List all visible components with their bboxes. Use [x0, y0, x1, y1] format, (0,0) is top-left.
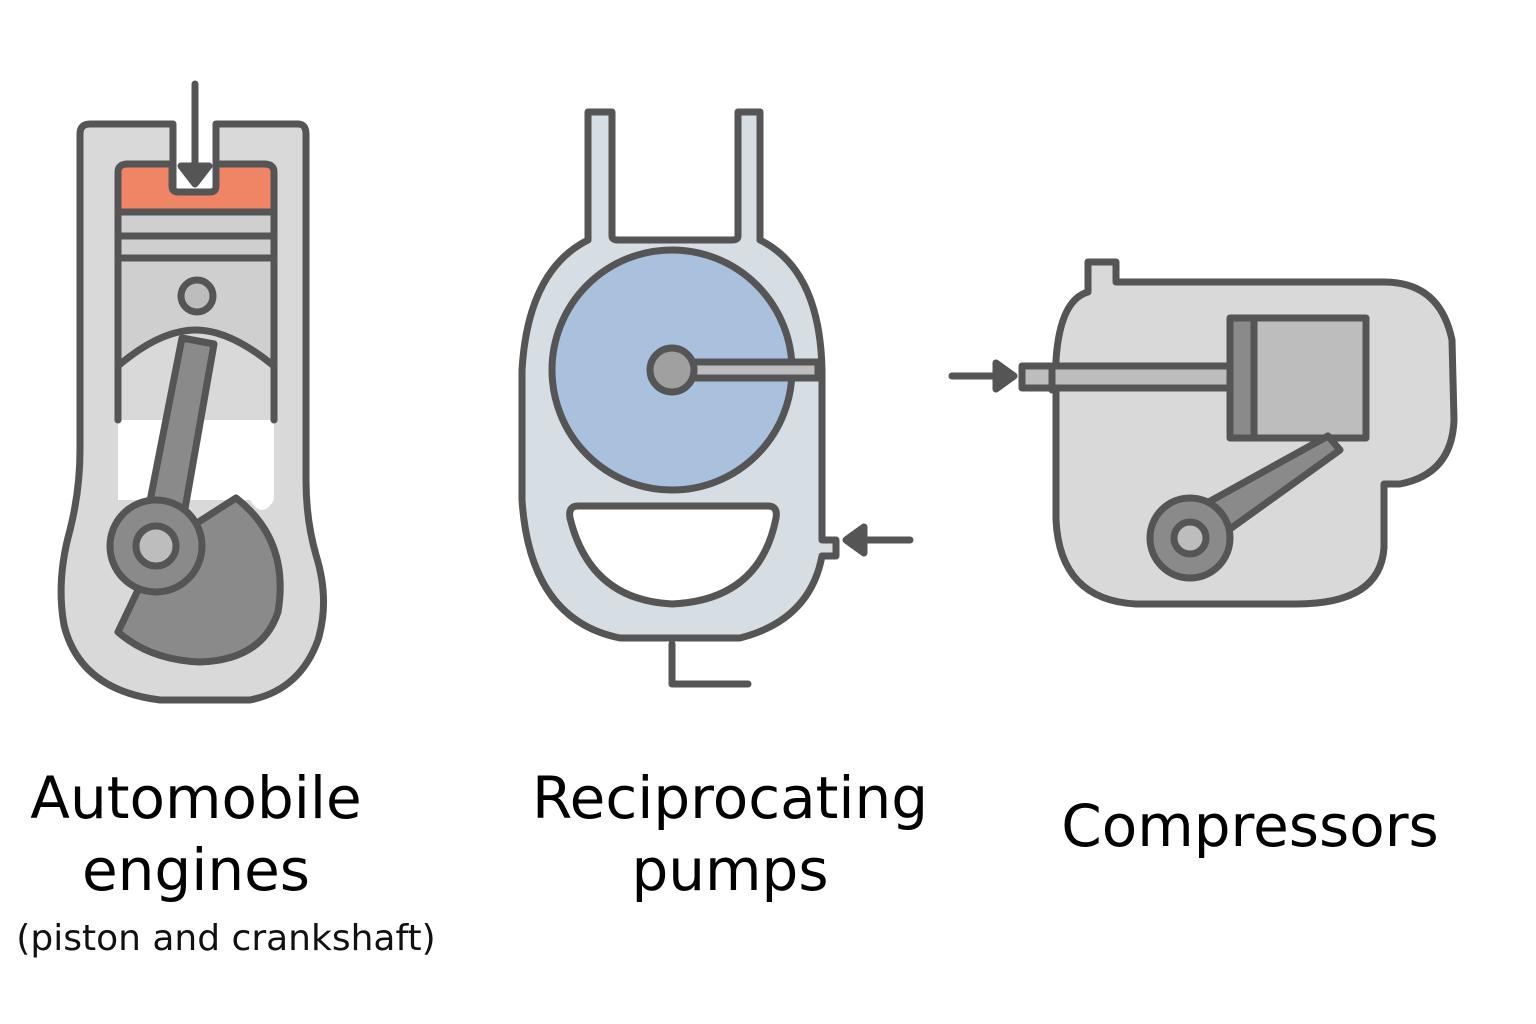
engine-caption: Automobile engines	[0, 762, 392, 906]
compressor-illustration	[948, 258, 1458, 608]
engine-caption-line-2: engines	[81, 836, 311, 904]
pump-caption: Reciprocating pumps	[500, 762, 960, 906]
engine-subtitle: (piston and crankshaft)	[16, 918, 436, 959]
engine-caption-line-1: Automobile	[30, 764, 362, 832]
engine-illustration	[57, 80, 327, 704]
crankshaft-pin	[132, 522, 180, 570]
wrist-pin	[177, 276, 217, 316]
compressor-caption-line-1: Compressors	[1061, 792, 1439, 860]
compressor-piston-head	[1250, 314, 1370, 442]
arrow-left-icon	[842, 523, 914, 557]
crank-counterweight	[114, 494, 284, 666]
compressor-piston-ring-band	[1226, 314, 1258, 442]
arrow-right-icon	[948, 359, 1018, 393]
pump-chamber	[566, 502, 780, 608]
pump-caption-line-2: pumps	[631, 836, 829, 904]
compressor-crank-pin	[1170, 518, 1210, 558]
arrow-down-icon	[177, 80, 213, 188]
pump-illustration	[518, 108, 914, 688]
pump-caption-line-1: Reciprocating	[531, 764, 929, 832]
piston-crown	[114, 160, 278, 216]
pump-hub	[646, 344, 698, 396]
pump-outlet-pipe	[668, 640, 752, 688]
pump-crank-arm	[686, 358, 822, 382]
compressor-caption: Compressors	[1030, 790, 1470, 862]
